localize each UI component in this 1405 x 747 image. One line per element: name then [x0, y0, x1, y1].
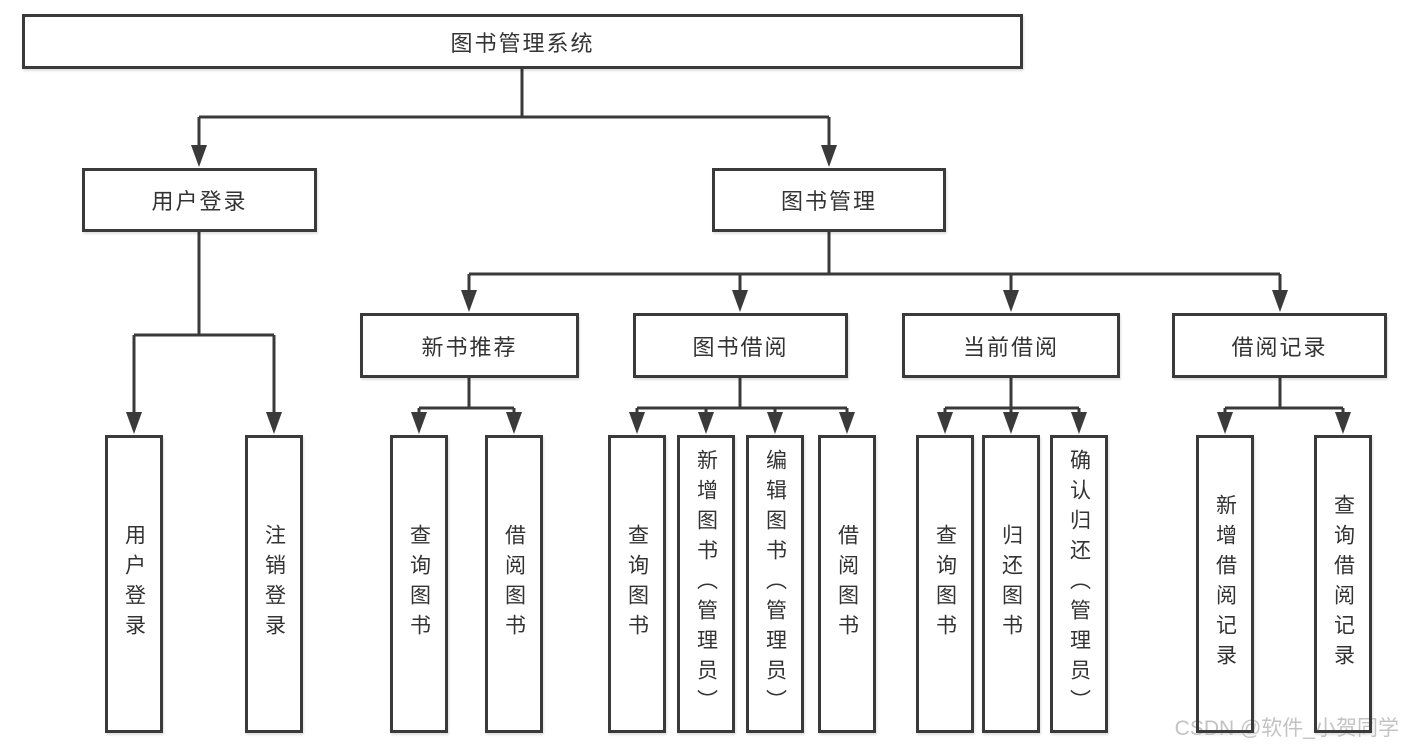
- node-label: 查询图书: [625, 524, 649, 644]
- leaf-current-query-books: 查询图书: [916, 435, 974, 733]
- node-label: 查询图书: [933, 524, 957, 644]
- node-borrow-records: 借阅记录: [1172, 313, 1387, 378]
- node-book-management: 图书管理: [712, 168, 946, 232]
- node-current-borrow: 当前借阅: [902, 313, 1120, 378]
- node-label: 新增图书（管理员）: [694, 449, 718, 719]
- node-library-system: 图书管理系统: [22, 14, 1023, 69]
- leaf-user-login: 用户登录: [105, 435, 163, 733]
- leaf-borrow-borrow-books: 借阅图书: [818, 435, 876, 733]
- node-label: 新书推荐: [421, 334, 518, 360]
- node-label: 新增借阅记录: [1213, 494, 1237, 674]
- leaf-current-confirm-return-admin: 确认归还（管理员）: [1050, 435, 1108, 733]
- leaf-logout: 注销登录: [245, 435, 303, 733]
- leaf-recommend-query-books: 查询图书: [390, 435, 448, 733]
- node-label: 用户登录: [122, 524, 146, 644]
- node-label: 图书管理系统: [450, 30, 595, 56]
- leaf-borrow-add-books-admin: 新增图书（管理员）: [677, 435, 735, 733]
- node-label: 查询借阅记录: [1331, 494, 1355, 674]
- leaf-current-return-books: 归还图书: [982, 435, 1040, 733]
- node-label: 用户登录: [151, 189, 248, 214]
- node-label: 图书管理: [780, 189, 877, 214]
- leaf-borrow-edit-books-admin: 编辑图书（管理员）: [746, 435, 804, 733]
- node-book-borrow: 图书借阅: [633, 313, 848, 378]
- node-user-login: 用户登录: [82, 168, 317, 232]
- leaf-borrow-query-books: 查询图书: [608, 435, 666, 733]
- node-label: 当前借阅: [962, 334, 1059, 360]
- node-label: 借阅图书: [502, 524, 526, 644]
- node-label: 归还图书: [999, 524, 1023, 644]
- leaf-records-add-record: 新增借阅记录: [1196, 435, 1254, 733]
- leaf-records-query-record: 查询借阅记录: [1314, 435, 1372, 733]
- csdn-watermark: CSDN @软件_小贺同学: [1174, 717, 1399, 740]
- node-label: 查询图书: [407, 524, 431, 644]
- node-label: 图书借阅: [692, 334, 789, 360]
- leaf-recommend-borrow-books: 借阅图书: [485, 435, 543, 733]
- node-new-book-recommend: 新书推荐: [360, 313, 579, 378]
- node-label: 借阅图书: [835, 524, 859, 644]
- node-label: 编辑图书（管理员）: [763, 449, 787, 719]
- node-label: 注销登录: [262, 524, 286, 644]
- node-label: 借阅记录: [1231, 334, 1328, 360]
- node-label: 确认归还（管理员）: [1067, 449, 1091, 719]
